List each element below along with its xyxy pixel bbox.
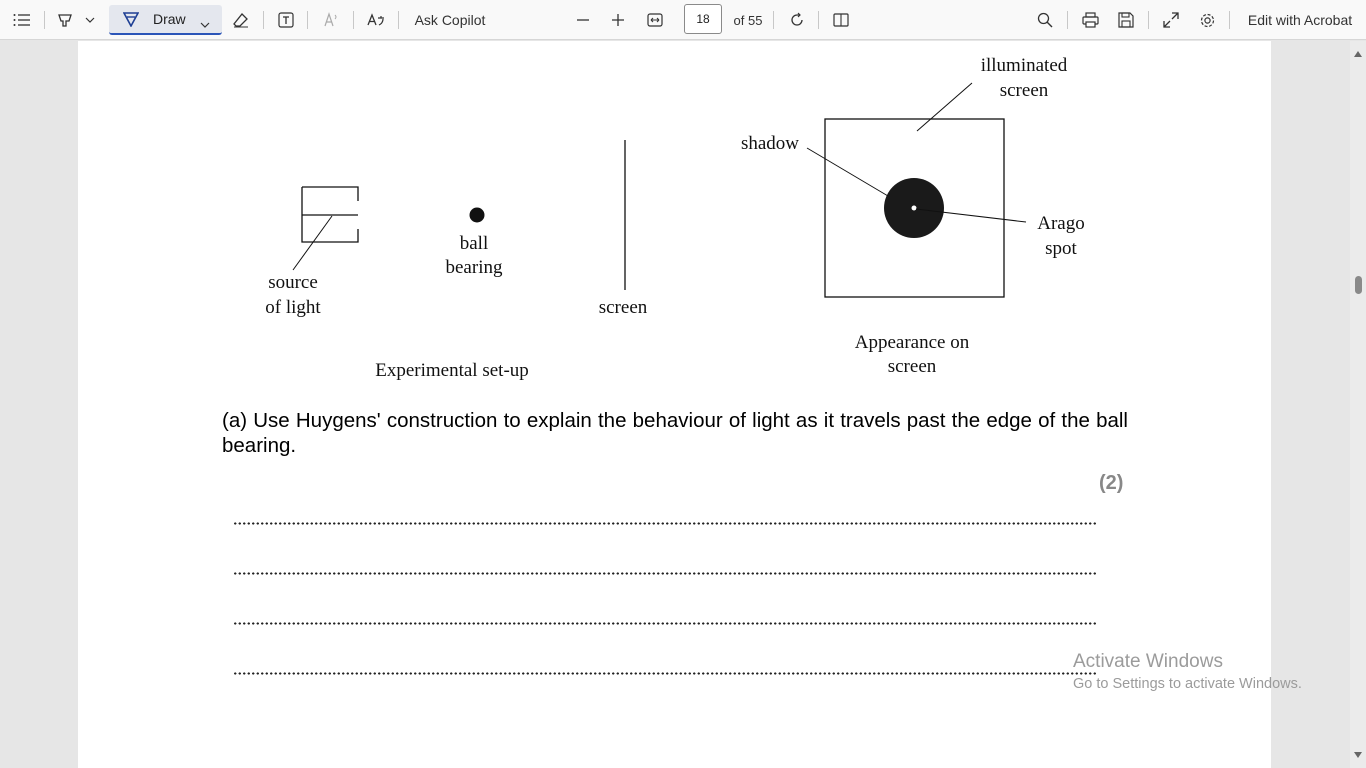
draw-button[interactable]: Draw	[109, 5, 222, 35]
rotate-icon[interactable]	[785, 0, 809, 40]
text-box-icon[interactable]	[274, 0, 298, 40]
label-shadow: shadow	[740, 133, 800, 154]
pen-icon	[122, 11, 140, 32]
page-count: of 55	[733, 12, 763, 28]
label-ball-line2: bearing	[445, 257, 503, 278]
zoom-in-icon[interactable]	[607, 0, 629, 40]
question-a-text: (a) Use Huygens' construction to explain…	[222, 409, 1128, 457]
read-aloud-icon[interactable]	[319, 0, 343, 40]
light-source-box-top	[302, 186, 359, 201]
highlight-options-chevron-icon[interactable]	[82, 0, 98, 40]
answer-line	[233, 672, 1096, 675]
translate-icon[interactable]	[364, 0, 388, 40]
label-screen: screen	[598, 297, 648, 318]
full-screen-icon[interactable]	[1159, 0, 1183, 40]
scroll-up-arrow-icon[interactable]	[1354, 51, 1362, 57]
scroll-down-arrow-icon[interactable]	[1354, 752, 1362, 758]
label-arago-line2: spot	[1045, 238, 1077, 259]
source-pointer-line	[292, 215, 333, 271]
zoom-out-icon[interactable]	[572, 0, 594, 40]
question-marks: (2)	[1099, 472, 1124, 494]
fit-width-icon[interactable]	[643, 0, 667, 40]
label-illuminated-line1: illuminated	[980, 55, 1068, 76]
illuminated-pointer-line	[916, 82, 973, 132]
highlighter-icon[interactable]	[52, 0, 78, 40]
print-icon[interactable]	[1078, 0, 1102, 40]
page-view-icon[interactable]	[829, 0, 853, 40]
gear-icon[interactable]	[1195, 0, 1219, 40]
light-source-box	[301, 187, 359, 243]
answer-line	[233, 622, 1096, 625]
scrollbar-thumb[interactable]	[1355, 276, 1362, 294]
eraser-icon[interactable]	[229, 0, 253, 40]
label-illuminated-line2: screen	[999, 80, 1049, 101]
label-source-line2: of light	[265, 297, 321, 318]
ask-copilot-button[interactable]: Ask Copilot	[414, 12, 486, 28]
draw-label: Draw	[153, 11, 186, 27]
separator	[398, 11, 399, 29]
vertical-scrollbar[interactable]	[1350, 41, 1366, 768]
label-source-line1: source	[268, 272, 318, 293]
figure-drawing	[292, 82, 1027, 298]
shadow-pointer-line	[806, 147, 889, 197]
caption-experimental-setup: Experimental set-up	[375, 360, 529, 381]
save-icon[interactable]	[1114, 0, 1138, 40]
separator	[263, 11, 264, 29]
separator	[1067, 11, 1068, 29]
ball-bearing	[469, 207, 485, 223]
pdf-page: source of light ball bearing screen Expe…	[78, 41, 1271, 768]
toolbar: Draw Ask Copilot 18 of 55	[0, 0, 1366, 40]
activate-windows-subtitle: Go to Settings to activate Windows.	[1073, 676, 1302, 692]
activate-windows-title: Activate Windows	[1073, 651, 1223, 672]
search-icon[interactable]	[1033, 0, 1057, 40]
list-icon[interactable]	[8, 0, 36, 40]
caption-appearance-line2: screen	[887, 356, 937, 377]
chevron-down-icon[interactable]	[200, 15, 210, 33]
label-ball-line1: ball	[459, 233, 489, 254]
illuminated-screen	[824, 118, 1005, 298]
separator	[44, 11, 45, 29]
separator	[307, 11, 308, 29]
arago-spot	[911, 205, 917, 211]
separator	[1229, 11, 1230, 29]
page-number-input[interactable]: 18	[684, 4, 722, 34]
separator	[1148, 11, 1149, 29]
separator	[353, 11, 354, 29]
answer-line	[233, 522, 1096, 525]
edit-with-acrobat-button[interactable]: Edit with Acrobat	[1247, 12, 1353, 28]
label-arago-line1: Arago	[1037, 213, 1085, 234]
caption-appearance-line1: Appearance on	[854, 332, 970, 353]
separator	[773, 11, 774, 29]
answer-line	[233, 572, 1096, 575]
separator	[818, 11, 819, 29]
arago-pointer-line	[915, 208, 1027, 223]
